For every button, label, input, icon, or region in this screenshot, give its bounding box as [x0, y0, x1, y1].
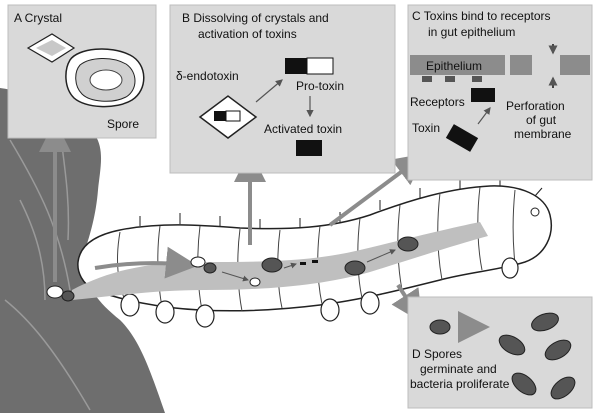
receptor-shapes — [422, 76, 482, 82]
panel-c-receptors-label: Receptors — [410, 95, 465, 109]
endotoxin-crystal — [198, 95, 258, 139]
panel-c-perforation-line3: membrane — [514, 127, 572, 141]
germinating-spores — [429, 311, 576, 400]
panel-a-title: A Crystal — [14, 11, 62, 25]
panel-b — [169, 4, 396, 174]
panel-c-perforation-line2: of gut — [526, 113, 557, 127]
epithelium-layer — [410, 44, 590, 88]
caterpillar-spot — [530, 207, 540, 217]
panel-b-activated-label: Activated toxin — [264, 122, 342, 136]
panel-d-title-line1: D Spores — [412, 347, 462, 361]
panel-c — [407, 4, 593, 181]
body-spikes — [139, 176, 543, 229]
panel-c-toxin-label: Toxin — [412, 121, 440, 135]
crystal-on-leaf — [46, 285, 75, 302]
panel-d-title-line3: bacteria proliferate — [410, 377, 510, 391]
activated-toxin-block — [296, 140, 322, 156]
panel-b-protoxin-label: Pro-toxin — [296, 79, 344, 93]
crystal-and-spore-illustration — [26, 33, 145, 108]
panel-c-title-line1: C Toxins bind to receptors — [412, 9, 551, 23]
panel-b-endotoxin-label: δ-endotoxin — [176, 69, 239, 83]
toxin-binding-arrow — [477, 107, 491, 125]
caterpillar-legs — [120, 257, 519, 328]
panel-c-title-line2: in gut epithelium — [428, 25, 515, 39]
crystal-to-protoxin-arrow — [255, 79, 283, 103]
panel-a-spore-label: Spore — [107, 117, 139, 131]
gut-flow-arrow — [94, 246, 198, 279]
panel-c-epithelium-label: Epithelium — [426, 59, 482, 73]
leaf-vein — [4, 129, 91, 411]
free-toxin — [445, 124, 479, 152]
panel-d-title-line2: germinate and — [420, 362, 497, 376]
panel-b-title-line2: activation of toxins — [198, 27, 297, 41]
panel-b-title-line1: B Dissolving of crystals and — [182, 11, 329, 25]
protoxin-block — [285, 57, 334, 75]
bound-toxin — [471, 88, 495, 102]
gut-particles — [190, 236, 419, 287]
panel-c-perforation-line1: Perforation — [506, 99, 565, 113]
